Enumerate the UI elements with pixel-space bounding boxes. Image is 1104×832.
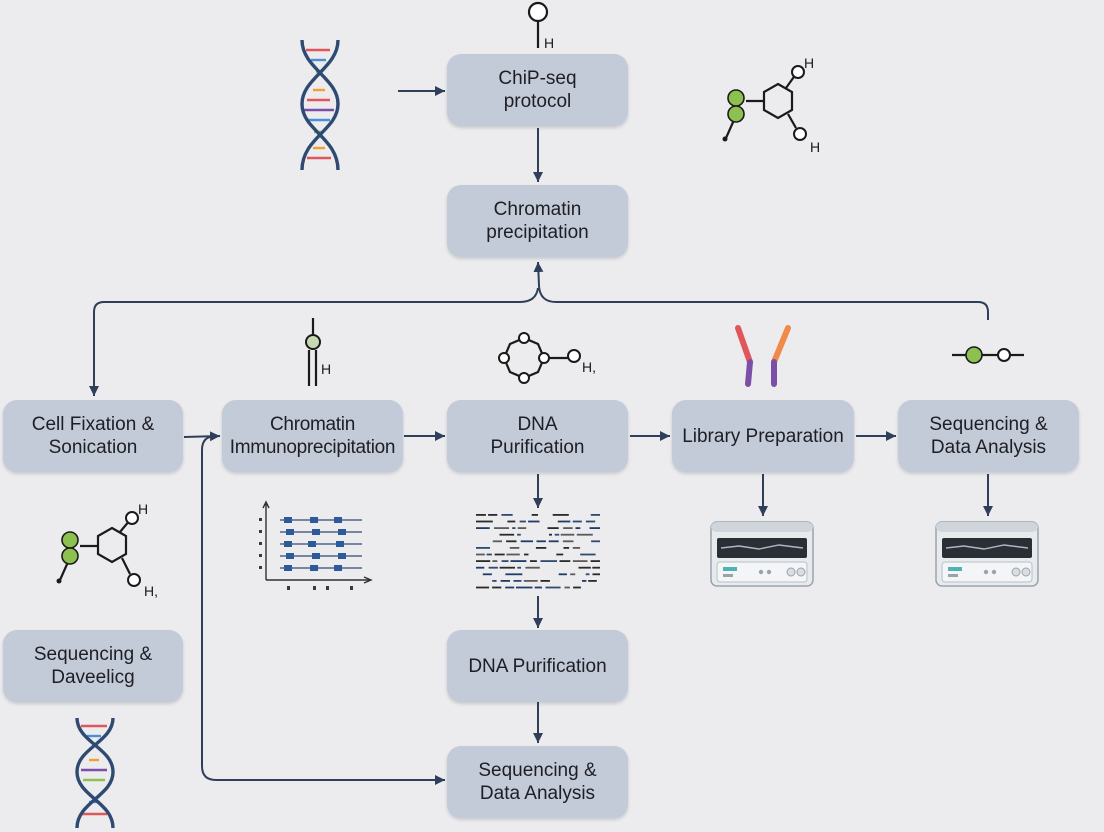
atom-label: H (138, 501, 148, 517)
sequencer-machine-icon (710, 521, 814, 587)
dna-helix-icon (75, 717, 115, 829)
loop-to-bottom-sequencing (201, 435, 445, 785)
node-sequencing-data-analysis-right: Sequencing & Data Analysis (898, 400, 1079, 472)
molecule-ring-icon: H H (722, 55, 820, 155)
node-cell-fixation: Cell Fixation & Sonication (3, 400, 183, 472)
atom-label: H (544, 35, 554, 51)
dna-helix-icon (300, 39, 340, 171)
sequencer-machine-icon (935, 521, 1039, 587)
branch-line-right (533, 261, 989, 320)
atom-label: H, (144, 583, 158, 599)
atom-label: H (810, 139, 820, 155)
atom-label: H (321, 361, 331, 377)
node-dna-purification-2: DNA Purification (447, 630, 628, 702)
molecule-icon: H (527, 1, 554, 51)
antibody-icon (735, 325, 791, 387)
molecule-stick-icon: H (305, 318, 331, 386)
molecule-dumbbell-icon (952, 346, 1024, 364)
node-dna-purification-1: DNA Purification (447, 400, 628, 472)
node-sequencing-data-analysis-bottom: Sequencing & Data Analysis (447, 746, 628, 818)
node-library-preparation: Library Preparation (672, 400, 854, 472)
node-chipseq-protocol: ChiP-seq protocol (447, 54, 628, 126)
atom-label: H (804, 55, 814, 71)
molecule-ring-icon: H, (498, 332, 596, 384)
atom-label: H, (582, 359, 596, 375)
molecule-ring-icon: H H, (56, 501, 158, 599)
node-chromatin-immunoprecipitation: Chromatin Immunoprecipitation (222, 400, 403, 472)
sequence-reads-icon (476, 514, 600, 589)
node-sequencing-daveelicg: Sequencing & Daveelicg (3, 630, 183, 702)
signal-plot-icon (259, 500, 373, 590)
node-chromatin-precipitation: Chromatin precipitation (447, 185, 628, 257)
branch-line-left (89, 287, 539, 396)
